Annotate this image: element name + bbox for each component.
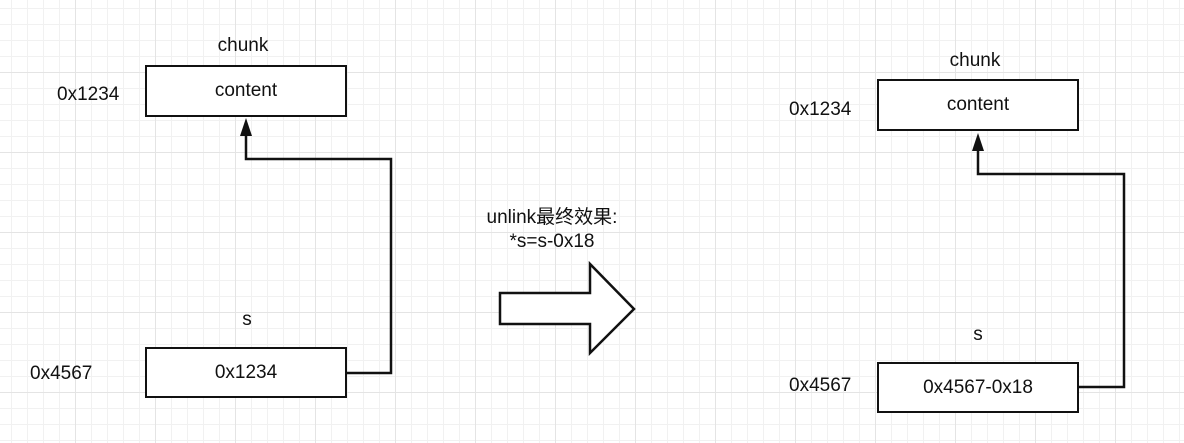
left-chunk-content: content	[214, 80, 278, 101]
right-chunk-label: chunk	[949, 50, 1001, 71]
caption-line-2: *s=s-0x18	[509, 231, 595, 252]
left-s-label: s	[242, 309, 252, 330]
left-pointer-line	[244, 134, 393, 375]
right-chunk-content: content	[946, 94, 1010, 115]
right-chunk-address: 0x1234	[789, 99, 852, 120]
right-s-content: 0x4567-0x18	[923, 376, 1033, 398]
left-s-box: 0x1234	[145, 347, 347, 398]
left-chunk-box: content	[145, 65, 347, 117]
caption-line-1: unlink最终效果:	[486, 207, 618, 228]
right-chunk-box: content	[877, 79, 1079, 131]
right-pointer-line	[976, 150, 1126, 389]
transition-block-arrow	[498, 260, 636, 357]
left-s-content: 0x1234	[214, 361, 278, 383]
right-s-box: 0x4567-0x18	[877, 362, 1079, 413]
left-chunk-label: chunk	[217, 35, 269, 56]
right-s-label: s	[973, 324, 983, 345]
left-chunk-address: 0x1234	[57, 84, 120, 105]
left-pointer-arrowhead	[240, 118, 252, 136]
left-s-address: 0x4567	[30, 363, 93, 384]
right-pointer-arrowhead	[972, 133, 984, 151]
right-s-address: 0x4567	[789, 375, 852, 396]
